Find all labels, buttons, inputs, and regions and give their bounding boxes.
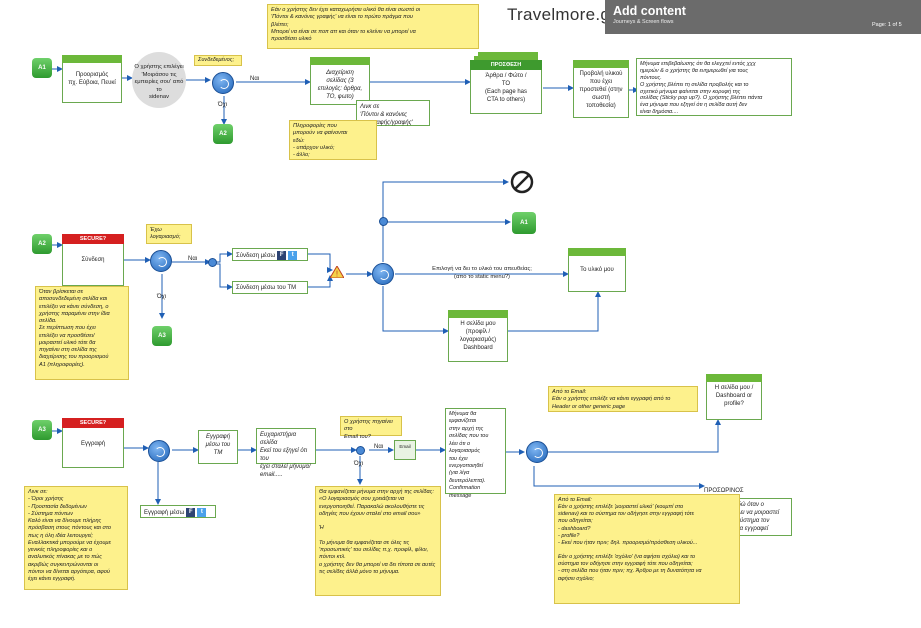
secure-label-row3: SECURE? bbox=[62, 418, 124, 428]
warning-icon: ! bbox=[330, 266, 344, 278]
manage-page-box[interactable]: Διαχείριση σελίδας (3 επιλογές: άρθρα, Τ… bbox=[310, 57, 370, 105]
badge-a3[interactable]: A3 bbox=[152, 326, 172, 346]
login-social-label: Σύνδεση μέσω bbox=[236, 253, 276, 260]
email-decision-node-icon bbox=[356, 446, 365, 455]
no-label-row3: Όχι bbox=[354, 461, 364, 467]
no-label: Όχι bbox=[218, 102, 228, 108]
add-stack-cap: ΠΡΟΣΘΕΣΗ bbox=[470, 60, 542, 70]
email-icon-label: Email bbox=[399, 444, 411, 449]
register-box[interactable]: SECURE? Εγγραφή bbox=[62, 418, 124, 468]
add-stack-label: Άρθρα / Φώτο / ΤΟ (Each page has CTA to … bbox=[484, 73, 528, 104]
has-account-note: Έχω λογαριασμό; bbox=[146, 224, 192, 244]
decision-direct-view-icon[interactable] bbox=[372, 263, 394, 285]
activation-info-note: Θα εμφανίζεται μήνυμα στην αρχή της σελί… bbox=[315, 486, 441, 596]
logged-in-note: Συνδεδεμένος; bbox=[194, 55, 242, 66]
thanks-page-label: Ευχαριστήρια σελίδα Εκεί του εξηγεί ότι … bbox=[260, 432, 311, 479]
decision-logged-in-icon[interactable] bbox=[212, 72, 234, 94]
page-subtitle: Journeys & Screen flows bbox=[613, 19, 674, 25]
my-page-label: Η σελίδα μου (προφίλ / λογαριασμός) Dash… bbox=[459, 321, 497, 352]
email-question-note: Ο χρήστης πηγαίνει στο Email του? bbox=[340, 416, 402, 440]
email-source-note: Από το Email: Εάν ο χρήστης επιλέξε να κ… bbox=[548, 386, 698, 412]
activation-message-label: Μήνυμα θα εμφανίζεται στην αρχή της σελί… bbox=[449, 411, 489, 499]
confirmation-note-box: Μήνυμα επιβεβαίωσης ότι θα ελεγχτεί εντό… bbox=[636, 58, 792, 116]
badge-a1[interactable]: A1 bbox=[32, 58, 52, 78]
login-label: Σύνδεση bbox=[81, 257, 105, 263]
twitter-icon-row3[interactable]: t bbox=[197, 508, 207, 517]
decision-register-icon[interactable] bbox=[148, 440, 170, 462]
destination-label: Προορισμός πχ. Εύβοια, Πευκί bbox=[68, 72, 116, 87]
no-label-row2: Όχι bbox=[157, 294, 167, 300]
login-box[interactable]: SECURE? Σύνδεση bbox=[62, 234, 124, 286]
login-tm-box[interactable]: Σύνδεση μέσω του TM bbox=[232, 281, 308, 294]
branch-node-icon bbox=[379, 217, 388, 226]
manage-page-label: Διαχείριση σελίδας (3 επιλογές: άρθρα, Τ… bbox=[317, 70, 363, 101]
badge-a3-row3[interactable]: A3 bbox=[32, 420, 52, 440]
register-tm-label: Εγγραφή μέσω του TM bbox=[205, 434, 231, 457]
page-title: Add content bbox=[613, 4, 686, 18]
dashboard-label: Η σελίδα μου / Dashboard or profile? bbox=[714, 385, 754, 408]
info-note: Πληροφορίες που μπορούν να φαίνονται εδώ… bbox=[289, 120, 377, 160]
register-links-note: Λινκ σε: - Όροι χρήσης - Προστασία δεδομ… bbox=[24, 486, 128, 590]
register-label: Εγγραφή bbox=[80, 441, 106, 447]
confirmation-note: Μήνυμα επιβεβαίωσης ότι θα ελεγχτεί εντό… bbox=[640, 61, 763, 116]
badge-a2-row2[interactable]: A2 bbox=[32, 234, 52, 254]
svg-text:!: ! bbox=[336, 270, 338, 279]
twitter-icon[interactable]: t bbox=[288, 251, 298, 260]
thanks-page-box[interactable]: Ευχαριστήρια σελίδα Εκεί του εξηγεί ότι … bbox=[256, 428, 316, 478]
facebook-icon-row3[interactable]: F bbox=[186, 508, 196, 517]
email-icon[interactable]: Email bbox=[394, 440, 416, 460]
add-content-box[interactable]: ΠΡΟΣΘΕΣΗ Άρθρα / Φώτο / ΤΟ (Each page ha… bbox=[470, 60, 542, 114]
badge-a2[interactable]: A2 bbox=[213, 124, 233, 144]
yes-label-row3: Ναι bbox=[374, 444, 384, 450]
register-social-label: Εγγραφή μέσω bbox=[144, 510, 185, 517]
badge-a1-row2[interactable]: A1 bbox=[512, 212, 536, 234]
login-tm-label: Σύνδεση μέσω του TM bbox=[236, 285, 297, 291]
my-material-label: Το υλικό μου bbox=[580, 267, 614, 273]
activation-message-box: Μήνυμα θα εμφανίζεται στην αρχή της σελί… bbox=[445, 408, 506, 499]
decision-has-account-icon[interactable] bbox=[150, 250, 172, 272]
my-material-box[interactable]: Το υλικό μου bbox=[568, 248, 626, 292]
my-page-box[interactable]: Η σελίδα μου (προφίλ / λογαριασμός) Dash… bbox=[448, 310, 508, 362]
brand-title: Travelmore.gr bbox=[507, 5, 617, 24]
terms-link-label: Λινκ σε 'Πόντοι & κανόνες συγγραφής/γραφ… bbox=[360, 104, 413, 127]
login-note: Όταν βρίσκεται σε αποσυνδεδεμένη σελίδα … bbox=[35, 286, 129, 380]
temp-label: ΠΡΟΣΩΡΙΝΟΣ bbox=[704, 488, 744, 494]
facebook-icon[interactable]: F bbox=[277, 251, 287, 260]
preview-box[interactable]: Προβολή υλικού που έχει προστεθεί (στην … bbox=[573, 60, 629, 118]
direct-view-label: Επιλογή να δει το υλικό του απευθείας; (… bbox=[432, 266, 532, 280]
decision-email-source-icon[interactable] bbox=[526, 441, 548, 463]
preview-label: Προβολή υλικού που έχει προστεθεί (στην … bbox=[579, 71, 623, 110]
secure-label: SECURE? bbox=[62, 234, 124, 244]
share-experience-ellipse: Ο χρήστης επιλέγει 'Μοιράσου τις εμπειρί… bbox=[132, 52, 186, 108]
page-number: Page: 1 of 5 bbox=[872, 22, 902, 28]
header: Travelmore.gr Add content Journeys & Scr… bbox=[0, 0, 921, 34]
yes-label: Ναι bbox=[250, 76, 260, 82]
yes-label-row2: Ναι bbox=[188, 256, 198, 262]
dashboard-box[interactable]: Η σελίδα μου / Dashboard or profile? bbox=[706, 374, 762, 420]
no-entry-icon bbox=[510, 170, 534, 194]
register-tm-box[interactable]: Εγγραφή μέσω του TM bbox=[198, 430, 238, 464]
split-node-icon bbox=[208, 258, 217, 267]
terms-link-box[interactable]: Λινκ σε 'Πόντοι & κανόνες συγγραφής/γραφ… bbox=[356, 100, 430, 126]
top-note: Εάν ο χρήστης δεν έχει καταχωρήσει υλικό… bbox=[267, 4, 479, 49]
header-panel bbox=[605, 0, 921, 34]
destination-box[interactable]: Προορισμός πχ. Εύβοια, Πευκί bbox=[62, 55, 122, 103]
share-redirect-note: Από το Email: Εάν ο χρήστης επιλέξε 'μοι… bbox=[554, 494, 740, 604]
